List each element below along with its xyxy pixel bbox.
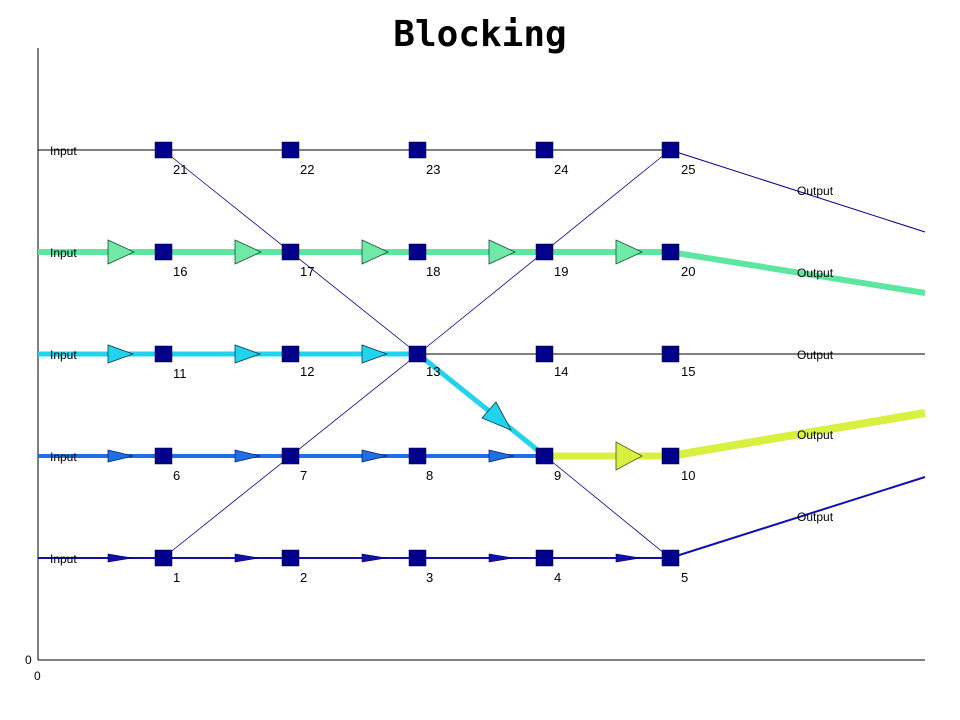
node-17 (281, 243, 300, 261)
node-21 (154, 141, 173, 159)
x-origin-label: 0 (34, 669, 41, 683)
node-label-24: 24 (554, 162, 568, 177)
y-origin-label: 0 (25, 653, 32, 667)
node-6 (154, 447, 173, 465)
output-path-green (669, 249, 926, 296)
node-13 (408, 345, 427, 363)
flow-arrows-cyan (107, 344, 512, 431)
flow-arrows-blue (107, 449, 515, 463)
node-label-2: 2 (300, 570, 307, 585)
node-label-25: 25 (681, 162, 695, 177)
node-7 (281, 447, 300, 465)
node-label-19: 19 (554, 264, 568, 279)
node-label-17: 17 (300, 264, 314, 279)
output-label-5: Output (797, 510, 834, 524)
input-label-row-5: Input (50, 552, 77, 566)
chart-title: Blocking (393, 14, 567, 55)
node-label-13: 13 (426, 364, 440, 379)
node-25 (661, 141, 680, 159)
node-23 (408, 141, 427, 159)
node-label-5: 5 (681, 570, 688, 585)
node-18 (408, 243, 427, 261)
node-19 (535, 243, 554, 261)
node-row-2 (154, 243, 680, 261)
node-label-20: 20 (681, 264, 695, 279)
input-label-row-3: Input (50, 348, 77, 362)
node-10 (661, 447, 680, 465)
node-label-9: 9 (554, 468, 561, 483)
node-16 (154, 243, 173, 261)
output-label-4: Output (797, 428, 834, 442)
node-20 (661, 243, 680, 261)
node-label-1: 1 (173, 570, 180, 585)
node-24 (535, 141, 554, 159)
node-1 (154, 549, 173, 567)
flow-arrows-green (107, 239, 643, 265)
node-label-11: 11 (173, 366, 187, 381)
node-14 (535, 345, 554, 363)
node-label-16: 16 (173, 264, 187, 279)
node-2 (281, 549, 300, 567)
node-8 (408, 447, 427, 465)
node-label-12: 12 (300, 364, 314, 379)
flow-arrows-navy (107, 553, 641, 563)
flow-arrow-yellow (615, 441, 643, 471)
node-row-3 (154, 345, 680, 363)
node-4 (535, 549, 554, 567)
node-5 (661, 549, 680, 567)
node-9 (535, 447, 554, 465)
node-label-23: 23 (426, 162, 440, 177)
output-path-top (669, 149, 926, 233)
node-label-10: 10 (681, 468, 695, 483)
node-label-21: 21 (173, 162, 187, 177)
output-label-2: Output (797, 266, 834, 280)
node-row-4 (154, 447, 680, 465)
node-label-15: 15 (681, 364, 695, 379)
node-12 (281, 345, 300, 363)
blocked-reroute-path-cyan (416, 352, 547, 458)
node-row-1 (154, 141, 680, 159)
output-label-1: Output (797, 184, 834, 198)
node-22 (281, 141, 300, 159)
node-label-22: 22 (300, 162, 314, 177)
input-label-row-1: Input (50, 144, 77, 158)
node-label-4: 4 (554, 570, 561, 585)
node-label-7: 7 (300, 468, 307, 483)
node-label-8: 8 (426, 468, 433, 483)
node-label-14: 14 (554, 364, 568, 379)
node-11 (154, 345, 173, 363)
input-label-row-2: Input (50, 246, 77, 260)
node-label-6: 6 (173, 468, 180, 483)
node-label-18: 18 (426, 264, 440, 279)
node-15 (661, 345, 680, 363)
node-3 (408, 549, 427, 567)
output-path-navy (669, 476, 926, 559)
output-label-3: Output (797, 348, 834, 362)
node-label-3: 3 (426, 570, 433, 585)
output-path-yellow (669, 409, 926, 460)
input-label-row-4: Input (50, 450, 77, 464)
node-row-5 (154, 549, 680, 567)
